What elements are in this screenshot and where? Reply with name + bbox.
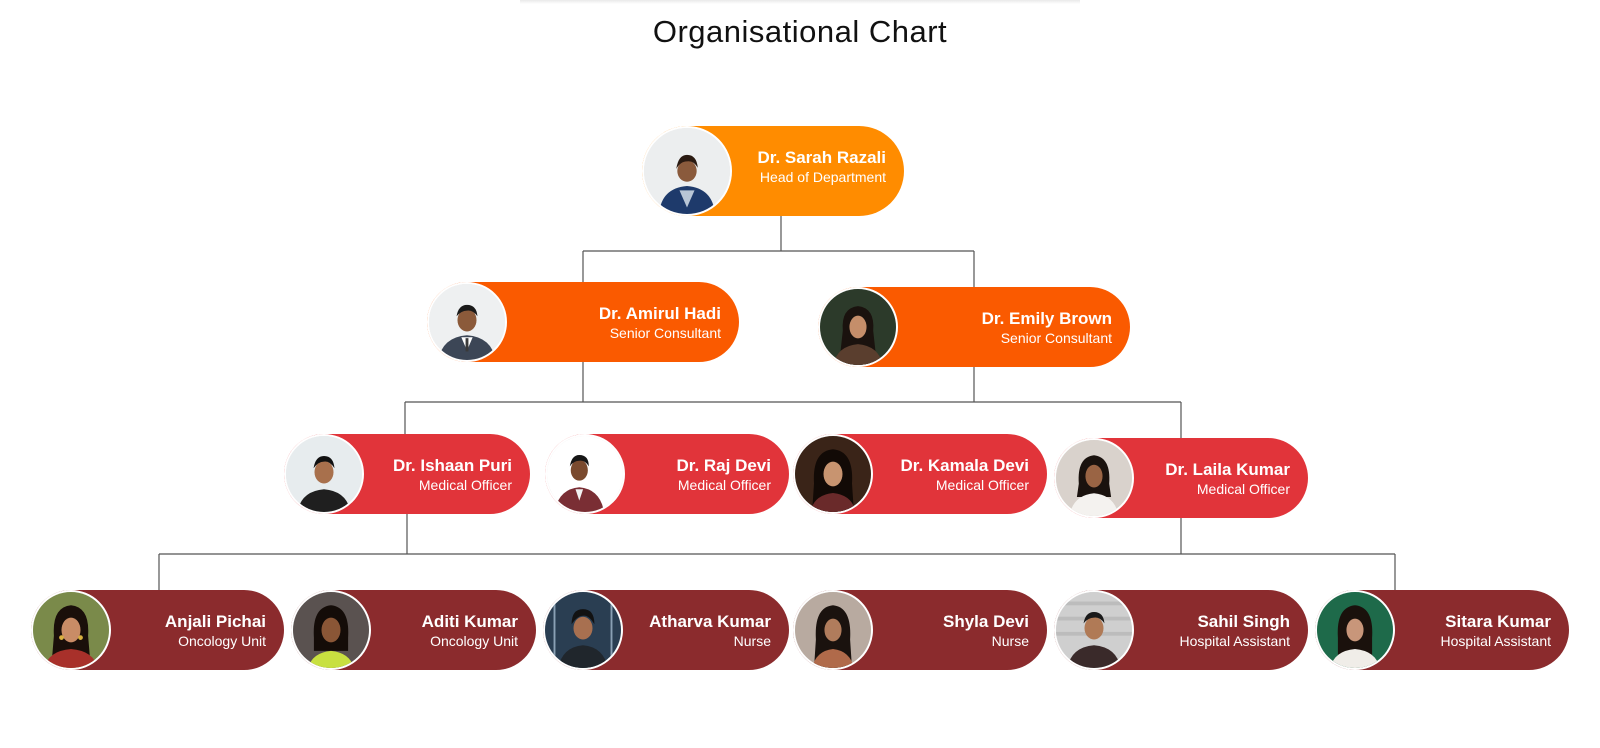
avatar-photo [818,287,898,367]
node-ishaan-puri[interactable]: Dr. Ishaan Puri Medical Officer [284,434,530,514]
avatar-photo [1054,590,1134,670]
person-role: Oncology Unit [430,632,518,649]
person-role: Hospital Assistant [1440,632,1552,649]
node-text: Dr. Laila Kumar Medical Officer [1165,438,1290,518]
person-name: Dr. Kamala Devi [900,455,1029,475]
node-text: Dr. Kamala Devi Medical Officer [900,434,1029,514]
node-laila-kumar[interactable]: Dr. Laila Kumar Medical Officer [1054,438,1308,518]
node-text: Sitara Kumar Hospital Assistant [1441,590,1552,670]
node-amirul-hadi[interactable]: Dr. Amirul Hadi Senior Consultant [427,282,739,362]
person-role: Medical Officer [1196,480,1290,497]
person-name: Dr. Raj Devi [676,455,772,475]
node-text: Dr. Ishaan Puri Medical Officer [393,434,512,514]
person-role: Oncology Unit [178,632,266,649]
connector-officers-to-staff [158,514,1396,590]
node-text: Shyla Devi Nurse [943,590,1029,670]
node-text: Dr. Raj Devi Medical Officer [677,434,772,514]
node-sarah-razali[interactable]: Dr. Sarah Razali Head of Department [642,126,904,216]
person-role: Nurse [991,632,1029,649]
avatar-photo [427,282,507,362]
node-shyla-devi[interactable]: Shyla Devi Nurse [793,590,1047,670]
node-anjali-pichai[interactable]: Anjali Pichai Oncology Unit [31,590,284,670]
avatar-photo [543,590,623,670]
node-text: Dr. Emily Brown Senior Consultant [982,287,1112,367]
node-atharva-kumar[interactable]: Atharva Kumar Nurse [543,590,789,670]
person-name: Dr. Sarah Razali [757,147,886,167]
person-role: Head of Department [759,168,886,185]
avatar-photo [1054,438,1134,518]
node-text: Atharva Kumar Nurse [649,590,771,670]
person-name: Shyla Devi [943,611,1029,631]
person-name: Sitara Kumar [1445,611,1551,631]
person-name: Atharva Kumar [649,611,771,631]
avatar-photo [642,126,732,216]
node-sitara-kumar[interactable]: Sitara Kumar Hospital Assistant [1315,590,1569,670]
node-emily-brown[interactable]: Dr. Emily Brown Senior Consultant [818,287,1130,367]
person-name: Sahil Singh [1197,611,1290,631]
node-raj-devi[interactable]: Dr. Raj Devi Medical Officer [545,434,789,514]
avatar-photo [793,434,873,514]
avatar-photo [1315,590,1395,670]
person-name: Dr. Ishaan Puri [392,455,512,475]
person-name: Dr. Amirul Hadi [598,303,721,323]
avatar-photo [545,434,625,514]
avatar-photo [291,590,371,670]
person-name: Aditi Kumar [421,611,518,631]
person-name: Dr. Emily Brown [981,308,1112,328]
node-text: Aditi Kumar Oncology Unit [422,590,518,670]
connector-head-to-consultants [582,215,975,287]
person-name: Dr. Laila Kumar [1165,459,1290,479]
node-text: Anjali Pichai Oncology Unit [165,590,266,670]
avatar-photo [31,590,111,670]
node-text: Sahil Singh Hospital Assistant [1180,590,1291,670]
avatar-photo [284,434,364,514]
avatar-photo [793,590,873,670]
person-role: Medical Officer [935,476,1029,493]
node-kamala-devi[interactable]: Dr. Kamala Devi Medical Officer [793,434,1047,514]
node-aditi-kumar[interactable]: Aditi Kumar Oncology Unit [291,590,536,670]
connector-consultants-to-officers [404,362,1182,438]
node-sahil-singh[interactable]: Sahil Singh Hospital Assistant [1054,590,1308,670]
node-text: Dr. Sarah Razali Head of Department [757,126,886,206]
person-role: Medical Officer [418,476,512,493]
person-role: Medical Officer [677,476,771,493]
person-role: Senior Consultant [1000,329,1112,346]
person-name: Anjali Pichai [164,611,266,631]
chart-title: Organisational Chart [652,14,948,49]
person-role: Nurse [733,632,771,649]
person-role: Hospital Assistant [1179,632,1291,649]
top-edge-shade [520,0,1080,4]
node-text: Dr. Amirul Hadi Senior Consultant [599,282,721,362]
person-role: Senior Consultant [609,324,721,341]
